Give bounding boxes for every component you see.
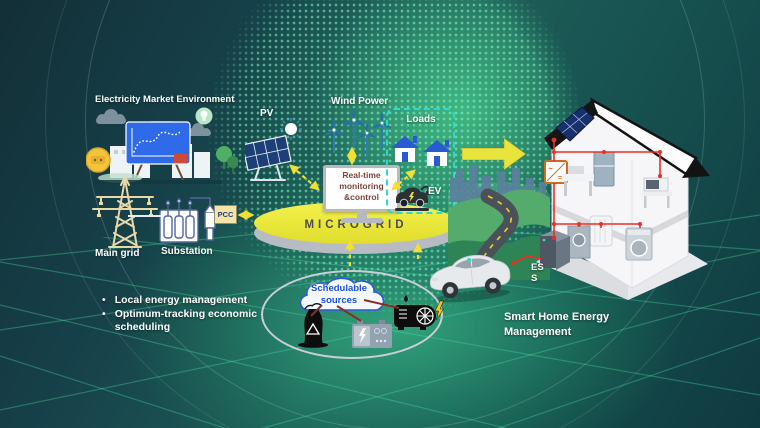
schedulable-sources-group — [261, 270, 443, 359]
wind-power-label: Wind Power — [331, 96, 389, 107]
washing-machine-icon — [625, 227, 653, 261]
transmission-tower-icon — [92, 175, 158, 248]
wiring-junctions — [551, 137, 662, 241]
power-plant-icon — [298, 303, 328, 348]
tree-icon — [216, 146, 238, 173]
pv-label: PV — [260, 108, 274, 119]
note-text: Optimum-tracking economic scheduling — [114, 308, 258, 334]
substation-label: Substation — [161, 246, 213, 257]
block-arrow-icon — [462, 137, 527, 171]
substation-icon — [159, 197, 216, 243]
solar-panel-icon — [555, 106, 595, 142]
lightbulb-icon — [195, 107, 213, 125]
list-item: • Optimum-tracking economic scheduling — [102, 308, 280, 334]
ev-icon — [395, 185, 430, 211]
svg-text:=: = — [558, 175, 562, 182]
cloud-icon — [96, 109, 211, 136]
ess-icon — [540, 230, 570, 270]
list-item: • Local energy management — [102, 294, 280, 307]
monitor-stand — [356, 212, 367, 218]
lightning-icon — [434, 300, 444, 321]
wind-turbines-icon — [324, 107, 392, 157]
house-icon — [391, 136, 451, 166]
floor-slab — [552, 204, 688, 245]
pv-panel-icon — [245, 118, 302, 181]
electricity-market-illustration — [86, 107, 238, 184]
fridge-icon — [593, 151, 615, 187]
car-icon — [429, 254, 511, 303]
pcc-node: PCC — [214, 205, 237, 224]
notes-list: • Local energy management • Optimum-trac… — [102, 294, 280, 335]
loads-group-box — [386, 108, 455, 214]
svg-text:~: ~ — [548, 164, 553, 173]
monitor-base — [340, 218, 383, 223]
dryer-icon — [567, 225, 591, 259]
main-grid-label: Main grid — [95, 248, 140, 259]
desk-printer-icon — [562, 166, 594, 196]
bullet: • — [102, 308, 106, 321]
electricity-market-label: Electricity Market Environment — [95, 94, 235, 105]
city-skyline-icon — [448, 166, 550, 280]
note-text: Local energy management — [114, 294, 248, 306]
heater-icon — [589, 215, 613, 247]
battery-storage-icon — [352, 320, 392, 348]
schedulable-sources-label: Schedulable sources — [311, 283, 367, 306]
ev-label: EV — [428, 186, 442, 197]
generator-icon — [394, 295, 444, 330]
coin-icon — [86, 147, 111, 173]
smart-home-label: Smart Home Energy Management — [504, 311, 610, 338]
inverter-icon: ~ = — [544, 160, 568, 184]
bullet: • — [102, 294, 106, 306]
ess-label: ESS — [531, 262, 544, 284]
microwave-icon — [642, 177, 672, 208]
loads-label: Loads — [406, 114, 436, 125]
cloud-icon — [299, 277, 385, 311]
smart-home-icon: ~ = — [536, 97, 710, 300]
